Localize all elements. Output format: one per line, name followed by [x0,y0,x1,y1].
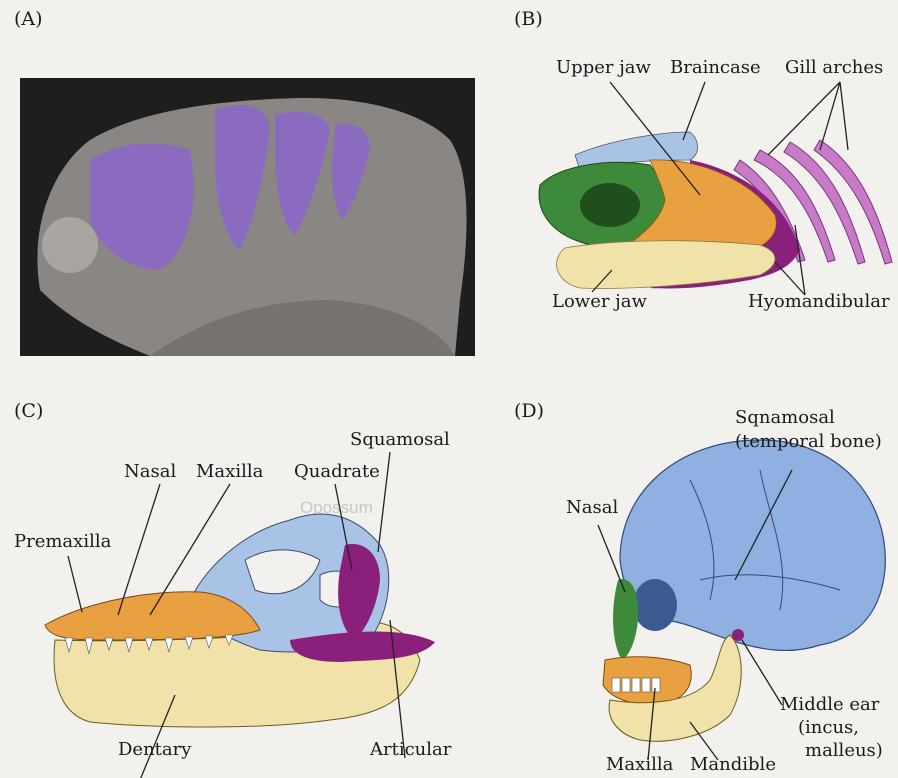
hyomandibular-shape [650,160,800,288]
label-hyomandibular: Hyomandibular [748,292,890,312]
label-maxilla-d: Maxilla [606,755,673,775]
label-premaxilla-c: Premaxilla [14,532,111,552]
label-nasal-d: Nasal [566,498,618,518]
background-text: Opossum [300,498,373,518]
maxilla-shape-d [603,657,691,705]
green-skull-shape [539,162,666,247]
braincase-shape [575,132,698,170]
label-squamosal-d-line1: Sqnamosal [735,408,835,428]
mandible-shape [609,635,741,741]
articular-shape [290,632,435,662]
label-nasal-c: Nasal [124,462,176,482]
label-middle-ear-line1: Middle ear [780,695,879,715]
maxilla-shape [45,592,260,640]
cranium-shape [620,440,885,650]
upper-jaw-shape [600,160,776,262]
panel-label-a: (A) [14,8,43,30]
middle-ear-shape [732,629,744,641]
label-squamosal-d-line2: (temporal bone) [735,432,882,452]
label-lower-jaw: Lower jaw [552,292,647,312]
nasal-shape-d [613,579,638,660]
squamosal-shape [338,544,380,640]
label-middle-ear-line2: (incus, [798,718,859,738]
gill-arches-shapes [734,140,892,264]
braincase-shape-c [190,514,389,652]
label-quadrate-c: Quadrate [294,462,380,482]
label-mandible-d: Mandible [690,755,776,775]
label-articular-c: Articular [370,740,451,760]
panel-label-c: (C) [14,400,43,422]
dentary-shape [54,622,420,727]
panel-label-b: (B) [514,8,543,30]
label-squamosal-c: Squamosal [350,430,450,450]
label-dentary-c: Dentary [118,740,191,760]
label-gill-arches: Gill arches [785,58,883,78]
label-middle-ear-line3: malleus) [805,741,883,761]
panel-label-d: (D) [514,400,544,422]
lower-jaw-shape [557,241,775,289]
label-maxilla-c: Maxilla [196,462,263,482]
label-upper-jaw: Upper jaw [556,58,651,78]
label-braincase: Braincase [670,58,761,78]
